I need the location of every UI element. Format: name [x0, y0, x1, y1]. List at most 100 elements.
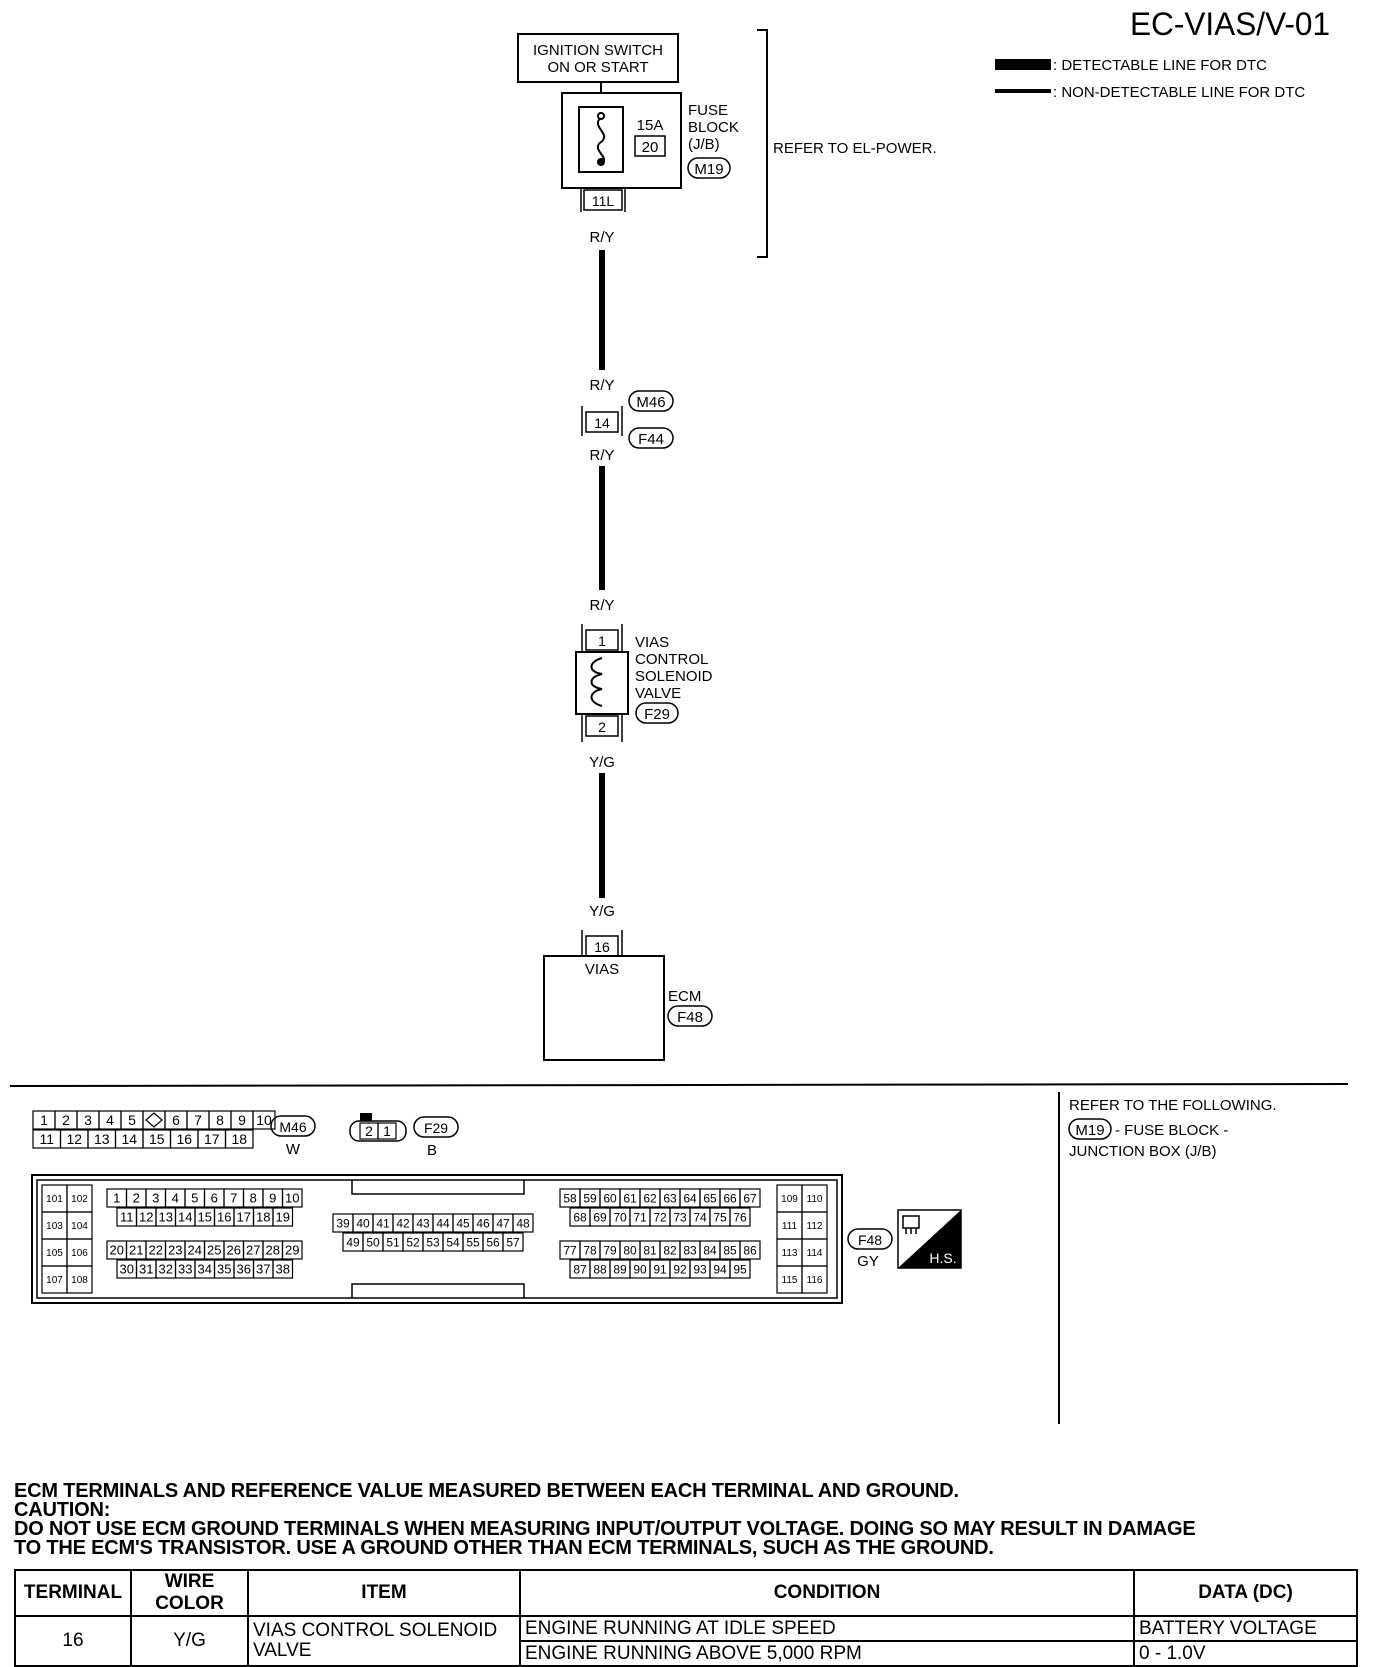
f48-pin-label: 78: [583, 1243, 597, 1257]
m46-pin-label: 3: [84, 1112, 92, 1128]
cell-condition-1: ENGINE RUNNING AT IDLE SPEED: [519, 1615, 1135, 1642]
f48-pin-label: 4: [172, 1191, 179, 1206]
f48-pin-box: [502, 1232, 524, 1252]
f48-pin-label: 42: [396, 1216, 410, 1230]
f48-pin-label: 48: [516, 1216, 530, 1230]
refer-power: REFER TO EL-POWER.: [773, 140, 937, 157]
f48-pin-label: 9: [269, 1191, 276, 1206]
f48-pin-label: 11: [120, 1210, 134, 1225]
cell-terminal: 16: [14, 1615, 132, 1667]
f48-pin-label: 94: [713, 1262, 727, 1276]
m46-pin-label: 10: [256, 1112, 272, 1128]
f48-pin-label: 31: [139, 1262, 153, 1277]
ecm-terminal-table: TERMINAL WIRE COLOR ITEM CONDITION DATA …: [14, 1569, 1358, 1667]
m46-pin-label: 15: [149, 1131, 165, 1147]
header-terminal: TERMINAL: [14, 1569, 132, 1617]
f48-pin-label: 29: [285, 1243, 299, 1258]
f48-pin-label: 45: [456, 1216, 470, 1230]
f48-pin-box: [729, 1207, 751, 1227]
f48-pin-label: 79: [603, 1243, 617, 1257]
f48-pin-label: 51: [386, 1235, 400, 1249]
f48-pin-box: [281, 1188, 303, 1208]
f48-id: F48: [858, 1232, 882, 1248]
fuse-label-3: (J/B): [688, 136, 720, 153]
f48-pin-label: 80: [623, 1243, 637, 1257]
f48-pin-label: 2: [133, 1191, 140, 1206]
joint-terminal: 14: [594, 415, 610, 431]
f48-pin-box: [272, 1259, 294, 1279]
f48-pin-label: 71: [633, 1210, 647, 1224]
m46-pin-label: 9: [238, 1112, 246, 1128]
cell-item: VIAS CONTROL SOLENOID VALVE: [247, 1615, 521, 1667]
fuse-block: 15A 20 FUSE BLOCK (J/B) M19 11L: [561, 82, 739, 212]
fuse-icon: [596, 117, 606, 165]
f48-pin-label: 32: [159, 1262, 173, 1277]
f48-pin-label: 66: [723, 1191, 737, 1205]
f48-pin-label: 110: [807, 1194, 823, 1205]
joint-connector-bottom: F44: [638, 431, 664, 448]
wire-label-ry-1: R/Y: [589, 229, 614, 246]
m46-pin-label: 13: [94, 1131, 110, 1147]
f48-pin-label: 34: [198, 1262, 212, 1277]
f48-pin-label: 57: [506, 1235, 520, 1249]
f48-pin-label: 39: [336, 1216, 350, 1230]
f48-pin-label: 5: [191, 1191, 198, 1206]
ecm-label: ECM: [668, 988, 701, 1005]
f48-pin-label: 92: [673, 1262, 687, 1276]
fuse-number: 20: [642, 139, 659, 156]
f48-pin-label: 10: [285, 1191, 299, 1206]
f48-pin-label: 44: [436, 1216, 450, 1230]
f48-pin-label: 104: [71, 1221, 88, 1232]
f48-pin-label: 20: [110, 1243, 124, 1258]
f29-pin-box: [377, 1122, 397, 1140]
solenoid-label-3: SOLENOID: [635, 668, 713, 685]
f48-pin-label: 86: [743, 1243, 757, 1257]
f48-pin-label: 24: [188, 1243, 202, 1258]
f48-pin-label: 75: [713, 1210, 727, 1224]
f48-pin-label: 49: [346, 1235, 360, 1249]
f48-hs-label: H.S.: [929, 1250, 956, 1266]
f48-pin-label: 64: [683, 1191, 697, 1205]
f48-pin-label: 22: [149, 1243, 163, 1258]
f48-pin-label: 113: [782, 1248, 798, 1259]
f48-pin-label: 106: [71, 1248, 88, 1259]
f48-pin-label: 83: [683, 1243, 697, 1257]
f29-color: B: [427, 1142, 437, 1159]
header-data: DATA (DC): [1133, 1569, 1358, 1617]
harness-side-icon: [898, 1210, 961, 1268]
f48-pin-label: 23: [168, 1243, 182, 1258]
m46-pin-label: 8: [216, 1112, 224, 1128]
f48-pin-label: 69: [593, 1210, 607, 1224]
cell-data-2: 0 - 1.0V: [1133, 1640, 1358, 1667]
f48-pin-label: 76: [733, 1210, 747, 1224]
m46-color: W: [286, 1141, 301, 1158]
m46-pin-label: 11: [39, 1131, 54, 1147]
f48-pin-label: 101: [46, 1194, 63, 1205]
m46-pin-box: [224, 1129, 254, 1149]
f48-pin-label: 73: [673, 1210, 687, 1224]
vias-solenoid: 1 2 VIAS CONTROL SOLENOID VALVE F29: [575, 624, 713, 742]
f48-pin-label: 21: [129, 1243, 143, 1258]
legend-non-detectable-swatch: [995, 89, 1051, 93]
f48-pin-label: 33: [178, 1262, 192, 1277]
f48-pin-label: 52: [406, 1235, 420, 1249]
power-bracket: REFER TO EL-POWER.: [757, 29, 937, 258]
m46-pin-label: 5: [128, 1112, 136, 1128]
key-cavity-icon: [145, 1112, 163, 1128]
f48-pin-label: 25: [207, 1243, 221, 1258]
m46-pin-label: 2: [62, 1112, 70, 1128]
f48-pin-label: 91: [653, 1262, 667, 1276]
f48-pin-label: 90: [633, 1262, 647, 1276]
cell-data-1: BATTERY VOLTAGE: [1133, 1615, 1358, 1642]
f48-pin-label: 108: [71, 1275, 88, 1286]
coil-icon: [590, 657, 603, 707]
ignition-line1: IGNITION SWITCH: [533, 42, 663, 59]
m46-pin-label: 17: [204, 1131, 220, 1147]
m46-pin-label: 6: [172, 1112, 180, 1128]
f48-pin-label: 109: [781, 1194, 798, 1205]
joint-connector-top: M46: [636, 394, 665, 411]
f48-pin-label: 18: [256, 1210, 270, 1225]
